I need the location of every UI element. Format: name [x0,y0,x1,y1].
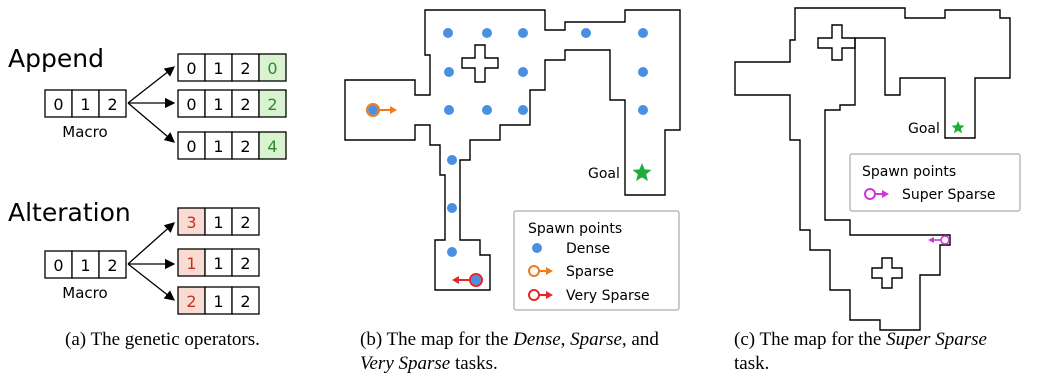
caption-c-line1: (c) The map for the Super Sparse [734,329,987,350]
super-sparse-spawn-marker [928,235,950,245]
cell-value: 1 [213,137,223,156]
panel-b-map: Goal Spawn points Dense Sparse Very Spar… [344,9,681,374]
dense-spawn-point [447,247,457,257]
caption-b-line1: (b) The map for the Dense, Sparse, and [360,329,659,350]
cell-value: 2 [240,292,250,311]
goal-label: Goal [908,121,940,137]
dense-spawn-point [447,203,457,213]
arrow [127,102,175,143]
cell-value: 0 [186,137,196,156]
map-c-inner-cross-top [817,24,856,61]
alteration-result-row: 3 1 2 [177,207,260,236]
altered-value: 2 [186,292,196,311]
macro-label: Macro [62,284,107,302]
dense-spawn-point [638,67,648,77]
cell-value: 1 [213,95,223,114]
cell-value: 1 [213,59,223,78]
arrow [127,66,176,104]
alteration-title: Alteration [8,198,131,227]
cell-value: 2 [240,137,250,156]
dense-legend-icon [532,243,542,253]
dense-spawn-point [518,105,528,115]
appended-value: 0 [267,59,277,78]
dense-spawn-points [443,28,648,257]
super-sparse-legend-icon [864,188,889,200]
dense-spawn-point [443,28,453,38]
goal-label: Goal [588,166,620,182]
panel-c-map: Goal Spawn points Super Sparse (c) The m… [734,7,1021,374]
macro-value: 2 [107,256,117,275]
macro-value: 1 [80,256,90,275]
macro-cell [44,89,73,118]
append-result-row: 0 1 2 4 [177,131,287,160]
dense-spawn-point [447,155,457,165]
legend-b: Spawn points Dense Sparse Very Sparse [513,210,680,311]
macro-cell [98,89,127,118]
legend-title: Spawn points [528,221,622,237]
dense-spawn-point [482,105,492,115]
cell-value: 0 [186,59,196,78]
cell-value: 2 [240,95,250,114]
map-c-walls [734,7,1011,331]
dense-spawn-point [638,28,648,38]
cell-value: 2 [240,254,250,273]
very-sparse-spawn-marker [452,273,483,287]
altered-value: 1 [186,254,196,273]
legend-c: Spawn points Super Sparse [849,153,1021,212]
macro-value: 0 [53,256,63,275]
map-c-inner-cross-bottom [871,257,903,289]
append-arrows [127,66,176,143]
goal-star-icon [632,163,652,181]
map-b-walls [344,9,681,291]
append-result-row: 0 1 2 2 [177,89,287,118]
cell-value: 2 [240,213,250,232]
dense-spawn-point [444,67,454,77]
dense-spawn-point [482,28,492,38]
dense-spawn-point [638,105,648,115]
appended-value: 4 [267,137,277,156]
macro-label: Macro [62,123,107,141]
macro-value: 2 [107,95,117,114]
altered-value: 3 [186,213,196,232]
cell-value: 1 [213,254,223,273]
legend-title: Spawn points [862,164,956,180]
alteration-macro: 0 1 2 Macro [44,250,127,302]
caption-a: (a) The genetic operators. [65,329,260,350]
legend-sparse: Sparse [566,264,614,280]
arrow [127,222,175,265]
dense-spawn-point [581,28,591,38]
legend-super-sparse: Super Sparse [902,187,995,203]
map-b-cross [461,44,499,83]
macro-value: 1 [80,95,90,114]
cell-value: 1 [213,213,223,232]
very-sparse-legend-icon [528,289,553,301]
alteration-arrows [127,222,176,301]
legend-dense: Dense [566,241,610,257]
cell-value: 2 [240,59,250,78]
alteration-result-row: 1 1 2 [177,248,260,277]
legend-very-sparse: Very Sparse [566,288,650,304]
caption-b-line2: Very Sparse tasks. [360,353,498,374]
arrow [127,263,176,301]
cell-value: 0 [186,95,196,114]
caption-c-line2: task. [734,353,769,374]
dense-spawn-point [518,67,528,77]
macro-cell [71,89,100,118]
appended-value: 2 [267,95,277,114]
panel-a-genetic-operators: Append 0 1 2 Macro 0 1 2 0 [8,44,287,350]
cell-value: 1 [213,292,223,311]
sparse-spawn-marker [366,103,397,117]
append-result-row: 0 1 2 0 [177,53,287,82]
dense-spawn-point [444,105,454,115]
alteration-result-row: 2 1 2 [177,286,260,315]
append-title: Append [8,44,104,73]
dense-spawn-point [518,28,528,38]
macro-value: 0 [53,95,63,114]
sparse-legend-icon [528,265,553,277]
goal-star-icon [951,121,965,134]
append-macro: 0 1 2 Macro [44,89,127,141]
